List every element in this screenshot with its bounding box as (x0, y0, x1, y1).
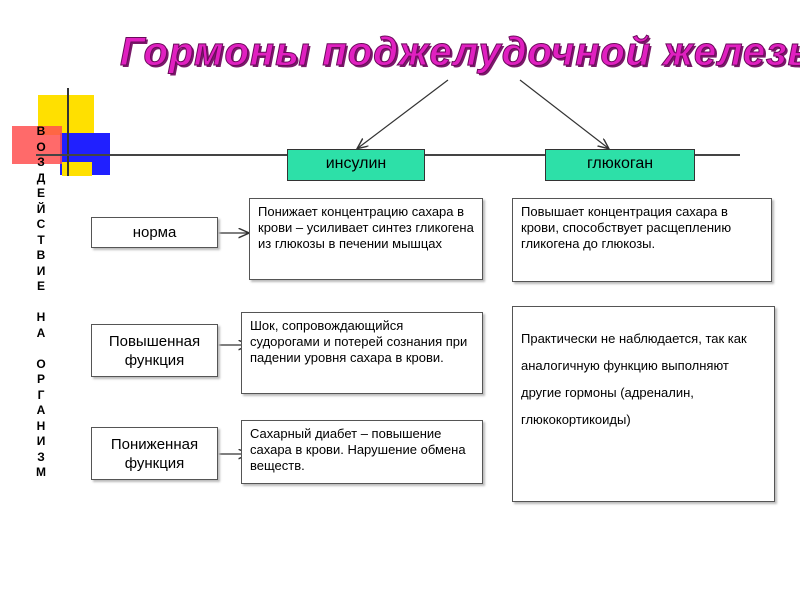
insulin-header: инсулин (287, 149, 425, 181)
page-title: Гормоны поджелудочной железы (120, 30, 800, 75)
arrow-to-insulin (358, 79, 449, 148)
row-label-norm: норма (91, 217, 218, 248)
row-label-low: Пониженная функция (91, 427, 218, 480)
decor-yellow-square-2 (62, 162, 92, 176)
glucagon-norm-effect: Повышает концентрация сахара в крови, сп… (512, 198, 772, 282)
insulin-norm-effect: Понижает концентрацию сахара в крови – у… (249, 198, 483, 280)
glucagon-header: глюкоган (545, 149, 695, 181)
row-label-high: Повышенная функция (91, 324, 218, 377)
arrow-to-glucagon (519, 79, 608, 148)
decor-vertical-line (67, 88, 69, 176)
side-vertical-label: В О З Д Е Й С Т В И Е Н А О Р Г А Н И З … (36, 124, 46, 479)
insulin-high-effect: Шок, сопровождающийся судорогами и потер… (241, 312, 483, 394)
decor-red-square (12, 126, 62, 164)
insulin-low-effect: Сахарный диабет – повышение сахара в кро… (241, 420, 483, 484)
glucagon-high-effect: Практически не наблюдается, так как анал… (512, 306, 775, 502)
